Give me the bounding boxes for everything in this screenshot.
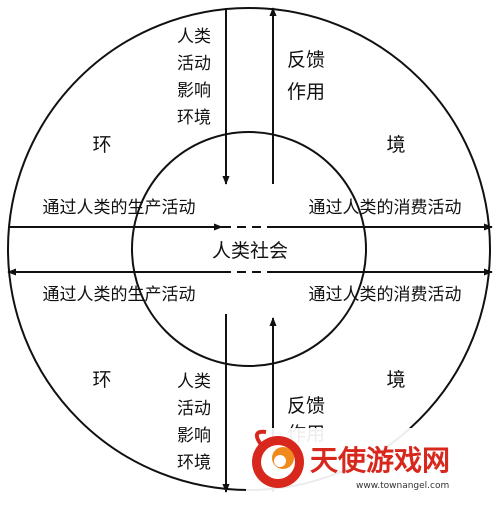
influence-text-bottom-1: 人类 [177,372,211,392]
watermark-logo-text: 天使游戏网 [310,444,450,477]
production-label-bottom: 通过人类的生产活动 [43,285,196,305]
environment-label-top-left: 环 [92,134,111,156]
environment-label-bottom-left: 环 [92,369,111,391]
environment-label-top-right: 境 [386,134,405,156]
feedback-text-bottom-1: 反馈 [287,395,325,417]
influence-text-top-1: 人类 [177,27,211,47]
watermark-url: www.townangel.com [356,481,449,491]
watermark: 天使游戏网 www.townangel.com [246,428,498,496]
feedback-text-top-2: 作用 [287,81,325,103]
influence-text-bottom-2: 活动 [177,399,211,419]
watermark-logo-icon [252,429,304,488]
environment-label-bottom-right: 境 [386,369,405,391]
consumption-label-top: 通过人类的消费活动 [309,198,462,218]
feedback-text-top-1: 反馈 [287,49,325,71]
center-label-backing [196,236,304,262]
inner-society-circle [131,131,367,367]
center-label: 人类社会 [212,240,288,262]
influence-text-top-3: 影响 [177,81,211,101]
influence-text-top-2: 活动 [177,54,211,74]
influence-text-bottom-3: 影响 [177,426,211,446]
production-label-top: 通过人类的生产活动 [43,198,196,218]
influence-text-bottom-4: 环境 [177,453,211,473]
influence-text-top-4: 环境 [177,108,211,128]
consumption-label-bottom: 通过人类的消费活动 [309,285,462,305]
